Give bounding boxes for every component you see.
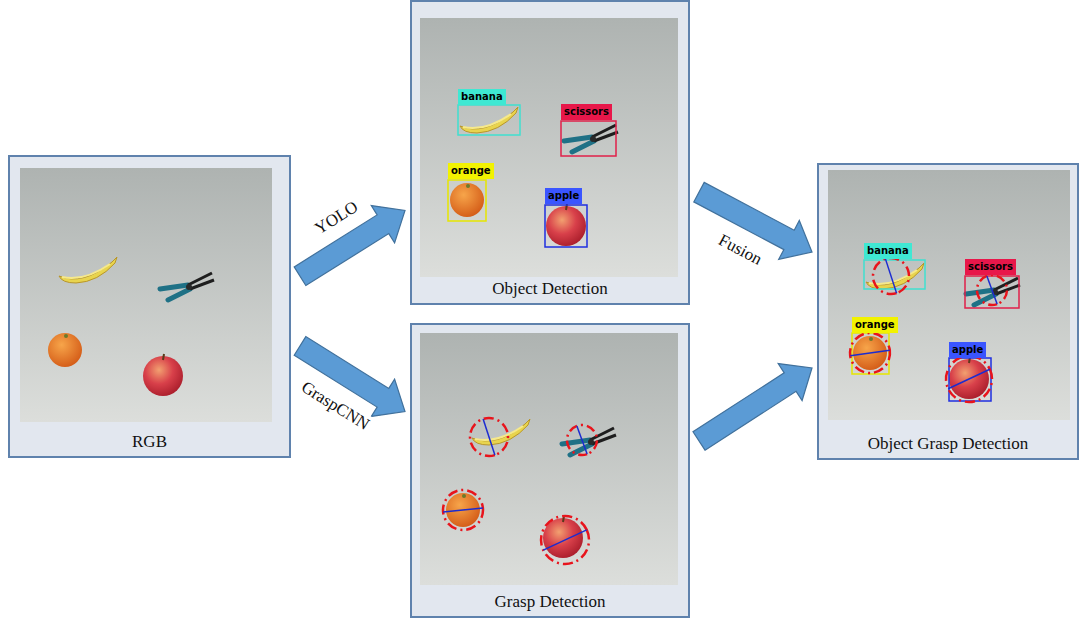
- image-panel: Object Grasp Detection: [817, 163, 1079, 460]
- panel-caption: Object Detection: [412, 279, 688, 299]
- class-tag: scissors: [561, 104, 612, 120]
- class-tag: banana: [864, 243, 912, 259]
- class-tag: scissors: [965, 259, 1016, 275]
- block-arrow: [693, 364, 812, 451]
- class-tag: apple: [545, 188, 582, 204]
- class-tag: orange: [448, 163, 494, 179]
- image-panel: Object Detection: [410, 0, 690, 305]
- panel-caption: RGB: [10, 432, 289, 452]
- class-tag: banana: [458, 89, 506, 105]
- image-panel: RGB: [8, 155, 291, 458]
- arrow-body: [693, 364, 812, 451]
- panel-caption: Object Grasp Detection: [819, 434, 1077, 454]
- panel-caption: Grasp Detection: [412, 592, 688, 612]
- class-tag: orange: [852, 317, 898, 333]
- image-panel: Grasp Detection: [410, 323, 690, 618]
- class-tag: apple: [949, 342, 986, 358]
